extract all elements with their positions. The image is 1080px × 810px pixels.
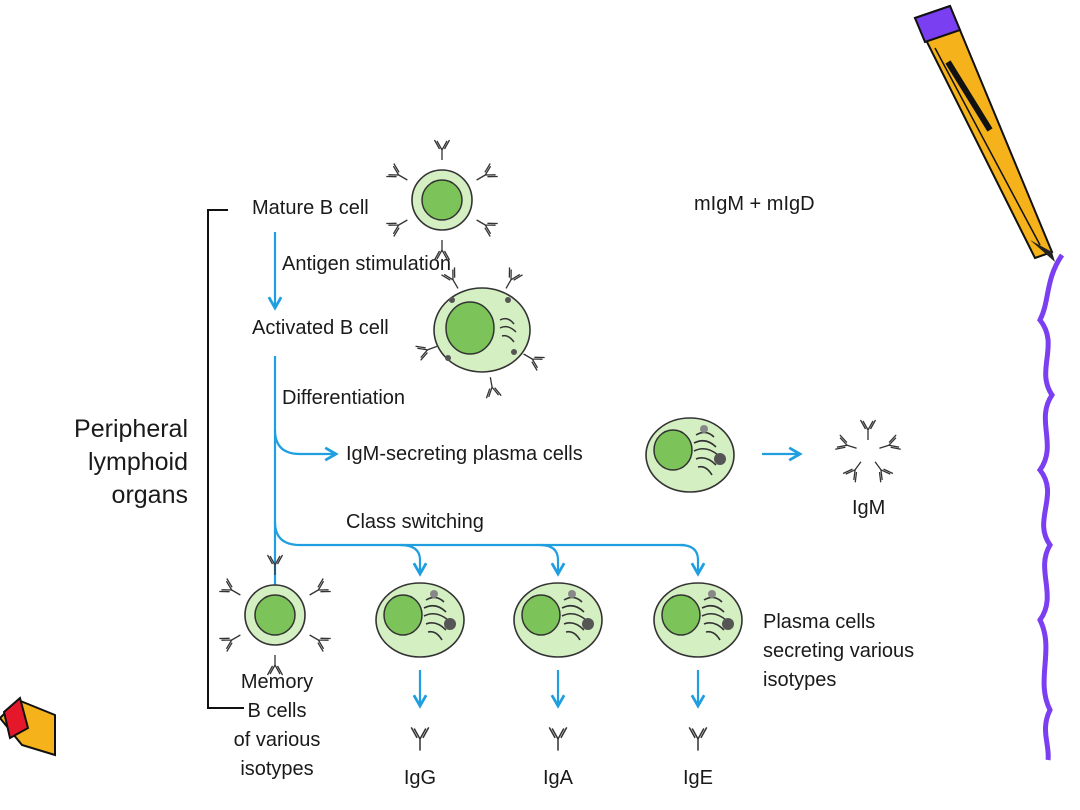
igm-label: IgM xyxy=(852,497,885,519)
igm-pentamer-icon xyxy=(834,419,902,483)
plasma-cell-igg xyxy=(375,582,465,658)
memory-cells-line-4: isotypes xyxy=(240,758,313,780)
antibody-iga-icon xyxy=(548,726,568,752)
memory-cells-line-2: B cells xyxy=(248,700,307,722)
igm-plasma-cells-label: IgM-secreting plasma cells xyxy=(346,443,583,465)
class-switching-line xyxy=(273,521,685,547)
isotype-label-ige: IgE xyxy=(683,767,713,789)
isotype-label-iga: IgA xyxy=(543,767,574,789)
antigen-stimulation-label: Antigen stimulation xyxy=(282,253,451,275)
squiggle-decoration-right xyxy=(1036,253,1065,761)
isotype-label-igg: IgG xyxy=(404,767,436,789)
plasma-cell-iga xyxy=(513,582,603,658)
plasma-various-line-2: secreting various xyxy=(763,640,914,662)
pencil-decoration-bottom-left xyxy=(0,696,56,757)
activated-b-cell xyxy=(414,266,546,399)
organ-bracket xyxy=(207,209,244,709)
mature-b-cell-label: Mature B cell xyxy=(252,197,369,219)
activated-b-cell-label: Activated B cell xyxy=(252,317,389,339)
side-label-line-1: Peripheral xyxy=(74,415,188,443)
membrane-ig-label: mIgM + mIgD xyxy=(694,193,815,215)
arrow-branch-igg xyxy=(399,543,428,577)
antibody-ige-icon xyxy=(688,726,708,752)
mature-b-cell xyxy=(385,139,499,261)
side-label-line-2: lymphoid xyxy=(88,448,188,476)
arrow-branch-ige xyxy=(679,543,706,577)
plasma-cell-ige xyxy=(653,582,743,658)
plasma-various-line-3: isotypes xyxy=(763,669,836,691)
antibody-igg-icon xyxy=(410,726,430,752)
differentiation-label: Differentiation xyxy=(282,387,405,409)
arrow-to-igm-plasma xyxy=(273,429,339,462)
memory-cells-line-1: Memory xyxy=(241,671,313,693)
plasma-various-line-1: Plasma cells xyxy=(763,611,875,633)
arrow-branch-iga xyxy=(539,543,566,577)
memory-b-cell xyxy=(218,554,332,676)
class-switching-label: Class switching xyxy=(346,511,484,533)
pencil-decoration-top-right xyxy=(913,4,1055,262)
igm-plasma-cell xyxy=(645,417,735,493)
memory-cells-line-3: of various xyxy=(234,729,321,751)
side-label-line-3: organs xyxy=(112,481,188,509)
